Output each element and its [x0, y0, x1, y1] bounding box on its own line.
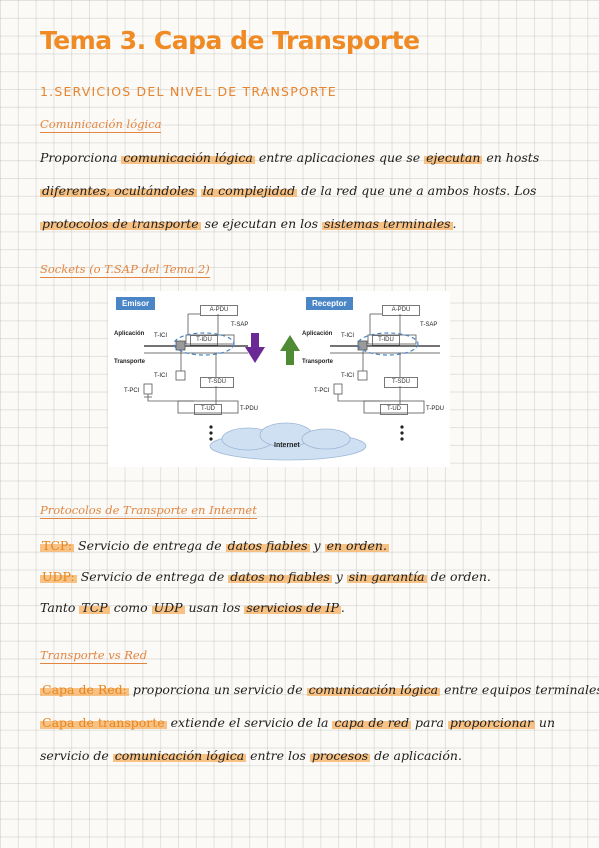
- tpci-label: T-PCI: [314, 388, 330, 394]
- text: se ejecutan en los: [200, 216, 323, 231]
- tsdu-box: T-SDU: [200, 377, 234, 388]
- highlight: sin garantía: [346, 569, 427, 584]
- text: usan los: [184, 600, 245, 615]
- tpci-label: T-PCI: [124, 388, 140, 394]
- text: entre los: [246, 748, 310, 763]
- text: Tanto: [40, 600, 80, 615]
- text: y: [331, 569, 347, 584]
- text: de la red que une a ambos hosts. Los: [297, 183, 537, 198]
- text: extiende el servicio de la: [166, 715, 333, 730]
- highlight: Capa de Red:: [40, 682, 129, 697]
- receiver-badge: Receptor: [306, 297, 353, 310]
- section-heading: 1.SERVICIOS DEL NIVEL DE TRANSPORTE: [40, 84, 337, 99]
- apdu-box: A-PDU: [382, 305, 420, 316]
- highlight: datos fiables: [225, 538, 310, 553]
- tici-label: T-ICI: [154, 373, 167, 379]
- text: como: [109, 600, 152, 615]
- both-protocols-line: Tanto TCP como UDP usan los servicios de…: [40, 600, 345, 615]
- ellipsis-dots: [209, 425, 404, 441]
- sender-badge: Emisor: [116, 297, 156, 310]
- text: entre aplicaciones que se: [254, 150, 425, 165]
- text: .: [340, 600, 345, 615]
- subheading-protocols: Protocolos de Transporte en Internet: [40, 503, 257, 519]
- sockets-diagram: Emisor A-PDU Aplicación T-ICI T-SAP T-ID…: [108, 291, 450, 467]
- highlight: comunicación lógica: [121, 150, 255, 165]
- transport-label: Transporte: [114, 359, 146, 365]
- application-label: Aplicación: [114, 331, 145, 337]
- highlight: procesos: [309, 748, 371, 763]
- tici-label: T-ICI: [154, 333, 167, 339]
- text: para: [411, 715, 448, 730]
- sender-socket-ellipse: [173, 332, 235, 356]
- highlight: comunicación lógica: [306, 682, 441, 697]
- highlight: UDP: [151, 600, 185, 615]
- tud-box: T-UD: [380, 404, 408, 415]
- subheading-sockets: Sockets (o T.SAP del Tema 2): [40, 262, 210, 278]
- highlight: servicios de IP: [244, 600, 341, 615]
- application-label: Aplicación: [302, 331, 333, 337]
- tpdu-label: T-PDU: [240, 406, 258, 412]
- subheading-logical-communication: Comunicación lógica: [40, 117, 162, 133]
- tsdu-box: T-SDU: [384, 377, 418, 388]
- receiver-socket-ellipse: [357, 332, 419, 356]
- tud-box: T-UD: [194, 404, 222, 415]
- text: en hosts: [482, 150, 540, 165]
- highlight: sistemas terminales: [322, 216, 453, 231]
- text: un: [534, 715, 556, 730]
- highlight: la complejidad: [200, 183, 298, 198]
- paragraph-line: Capa de transporte extiende el servicio …: [40, 715, 555, 730]
- text: .: [452, 216, 457, 231]
- tsap-label: T-SAP: [231, 322, 249, 328]
- down-arrow: [245, 333, 265, 363]
- text: y: [309, 538, 325, 553]
- tpdu-label: T-PDU: [426, 406, 444, 412]
- text: de orden.: [426, 569, 491, 584]
- highlight: protocolos de transporte: [40, 216, 201, 231]
- text: proporciona un servicio de: [128, 682, 307, 697]
- page-title: Tema 3. Capa de Transporte: [40, 26, 420, 55]
- transport-label: Transporte: [302, 359, 334, 365]
- internet-label: Internet: [274, 442, 300, 449]
- subheading-transport-vs-network: Transporte vs Red: [40, 648, 148, 664]
- tcp-label: TCP:: [40, 538, 75, 553]
- tcp-line: TCP: Servicio de entrega de datos fiable…: [40, 538, 389, 553]
- tsap-label: T-SAP: [420, 322, 438, 328]
- highlight: TCP: [79, 600, 110, 615]
- text: Proporciona: [40, 150, 122, 165]
- highlight: diferentes, ocultándoles: [40, 183, 197, 198]
- text: entre equipos terminales.: [440, 682, 599, 697]
- highlight: comunicación lógica: [112, 748, 247, 763]
- paragraph-line: diferentes, ocultándoles la complejidad …: [40, 183, 536, 198]
- receiver-structure: [330, 313, 440, 414]
- paragraph-line: protocolos de transporte se ejecutan en …: [40, 216, 457, 231]
- highlight: Capa de transporte: [40, 715, 167, 730]
- highlight: datos no fiables: [228, 569, 332, 584]
- text: Servicio de entrega de: [76, 569, 229, 584]
- text: servicio de: [40, 748, 113, 763]
- diagram-graphics: [143, 313, 440, 461]
- paragraph-line: Proporciona comunicación lógica entre ap…: [40, 150, 539, 165]
- text: Servicio de entrega de: [74, 538, 226, 553]
- text: de aplicación.: [370, 748, 462, 763]
- internet-cloud: [209, 422, 367, 461]
- highlight: en orden.: [324, 538, 389, 553]
- tici-label: T-ICI: [341, 373, 354, 379]
- highlight: proporcionar: [447, 715, 535, 730]
- highlight: capa de red: [332, 715, 412, 730]
- apdu-box: A-PDU: [200, 305, 238, 316]
- paragraph-line: servicio de comunicación lógica entre lo…: [40, 748, 462, 763]
- highlight: ejecutan: [424, 150, 483, 165]
- udp-label: UDP:: [40, 569, 77, 584]
- udp-line: UDP: Servicio de entrega de datos no fia…: [40, 569, 491, 584]
- tici-label: T-ICI: [341, 333, 354, 339]
- sender-structure: [143, 313, 248, 414]
- up-arrow: [280, 335, 300, 365]
- paragraph-line: Capa de Red: proporciona un servicio de …: [40, 682, 599, 697]
